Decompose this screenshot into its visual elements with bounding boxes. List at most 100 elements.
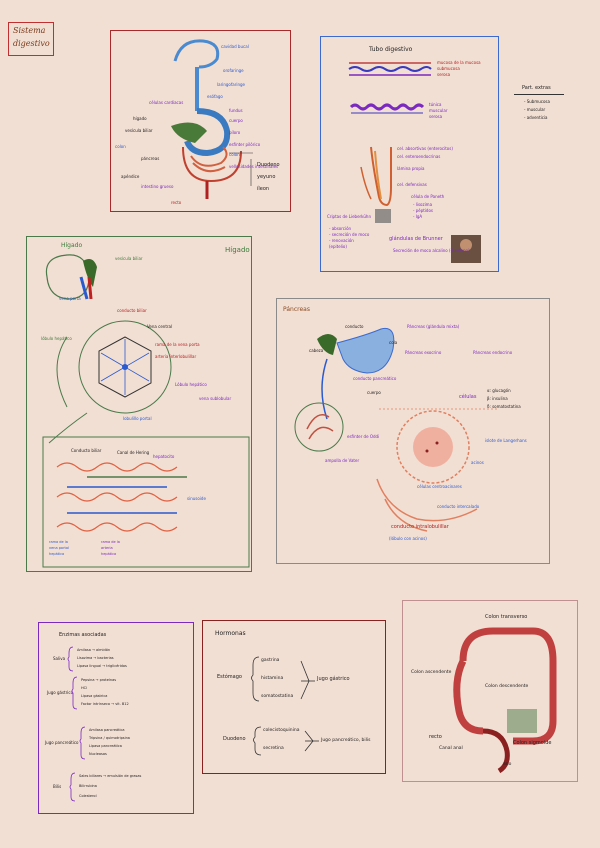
enzimas-group-1-name: Jugo gástrico [47, 690, 74, 695]
tubo-cel-paneth: célula de Paneth [411, 194, 445, 199]
label-colon-l: colon [115, 144, 126, 149]
higado-title-left: Hígado [61, 242, 83, 249]
hormonas-estomago-result: Jugo gástrico [317, 676, 350, 682]
label-piloro: píloro [229, 130, 241, 135]
enzimas-group-3-name: Bilis [53, 784, 62, 789]
hormonas-braces [251, 656, 319, 756]
higado-vesicula: vesícula biliar [115, 256, 143, 261]
higado-canal: Canal de Hering [117, 450, 150, 455]
tubo-layer-1: submucosa [437, 66, 460, 71]
tubo-paneth-1: - péptidos [413, 208, 434, 213]
enzimas-panel: Enzimas asociadas Saliva Amilasa → almid… [38, 622, 194, 814]
tubo-side-0: - Submucosa [524, 99, 550, 104]
title-box: Sistema digestivo [8, 22, 54, 56]
tubo-criptas: Criptas de Lieberkühn [327, 214, 371, 219]
pancreas-celulas: células [459, 394, 477, 400]
tubo-criptas-2: - renovación [329, 238, 354, 243]
label-laringofaringe: laringofaringe [217, 82, 245, 87]
higado-rama-porta: rama de la vena porta [155, 342, 200, 347]
pancreas-exocrino: Páncreas exocrino [405, 350, 442, 355]
pancreas-acino: acinos [471, 460, 484, 465]
pancreas-panel: Páncreas conducto Páncreas (glándula mix… [276, 298, 550, 564]
pancreas-islote: islote de Langerhans [485, 438, 527, 443]
higado-rama-c-0: rama de la [101, 540, 120, 544]
hormonas-estomago: Estómago [217, 674, 242, 680]
label-orofaringe: orofaringe [223, 68, 244, 73]
label-duodeno: Duodeno [257, 162, 280, 168]
label-recto: recto [171, 200, 182, 205]
tubo-layer-2: serosa [437, 72, 451, 77]
tubo-cel-defensivas: cel. defensivas [397, 182, 427, 187]
enzimas-group-0-name: Saliva [53, 656, 66, 661]
tubo-side-title: Part. extras [522, 85, 551, 91]
enzimas-group-2-name: Jugo pancreático [45, 740, 79, 745]
enzimas-group-1-item-3: Factor intrínseco → vit. B12 [81, 702, 129, 706]
higado-sinusoide: sinusoide [187, 496, 206, 501]
higado-vena-central: Vena central [147, 324, 173, 329]
higado-vena-sub: vena sublobular [199, 396, 232, 401]
hormonas-panel: Hormonas Estómago gastrina histamina som… [202, 620, 386, 774]
enzimas-group-2-item-1: Tripsina / quimotripsina [89, 736, 130, 740]
tubo-drawing [348, 62, 481, 263]
tubo-cel-absortivas: cel. absortivas (enterocitos) [397, 146, 453, 151]
label-intestino: intestino grueso [141, 184, 174, 189]
pancreas-cola: cola [389, 340, 398, 345]
enzimas-group-1-item-2: Lipasa gástrica [81, 694, 108, 698]
higado-vena-porta: vena porta [59, 296, 81, 301]
tubo-layer2-1: muscular [429, 108, 448, 113]
tubo-paneth-0: - lisozima [413, 202, 433, 207]
pancreas-conducto: conducto [345, 324, 364, 329]
label-esofago: esófago [207, 94, 223, 99]
enzimas-group-3-item-0: Sales biliares → emulsión de grasas [79, 774, 142, 778]
pancreas-ducto: conducto intralobulillar [391, 524, 449, 530]
hormonas-duodeno: Duodeno [223, 736, 246, 742]
enzimas-group-3-item-2: Colesterol [79, 794, 97, 798]
enzimas-group-2-item-2: Lipasa pancreática [89, 744, 122, 748]
tubo-criptas-0: - absorción [329, 226, 352, 231]
higado-lobulo-hep: Lóbulo hepático [175, 382, 207, 387]
label-higado: hígado [133, 116, 147, 121]
pancreas-ampolla: ampolla de Vater [325, 458, 360, 463]
enzimas-group-0-item-2: Lipasa lingual → triglicéridos [77, 664, 127, 668]
hormonas-title: Hormonas [215, 630, 246, 637]
label-fundus: fundus [229, 108, 243, 113]
enzimas-group-2-item-0: Amilasa pancreática [89, 728, 125, 732]
colon-canal: Canal anal [439, 746, 463, 751]
title-line1: Sistema [13, 26, 46, 35]
pancreas-title: Páncreas [283, 306, 310, 313]
colon-sigmoide: Colon sigmoide [513, 740, 552, 746]
tubo-side-2: - adventicia [524, 115, 548, 120]
pancreas-alfa-1: β: insulina [487, 396, 508, 401]
label-cuerpo: cuerpo [229, 118, 243, 123]
tubo-brunner: glándulas de Brunner [389, 236, 443, 242]
tubo-layer2-2: serosa [429, 114, 443, 119]
label-celulas: células cardiacas [149, 100, 184, 105]
label-yeyuno: yeyuno [257, 174, 276, 180]
tubo-side-1: - muscular [524, 107, 546, 112]
pancreas-conducto-i: conducto intercalado [437, 504, 480, 509]
colon-ano: ano [503, 762, 512, 767]
pancreas-drawing [294, 327, 499, 532]
hormonas-duodeno-result: Jugo pancreático, bilis [321, 738, 371, 743]
hormonas-duodeno-1: secretina [263, 746, 284, 751]
tubo-criptas-1: - secreción de moco [329, 232, 370, 237]
higado-rama-c-2: hepática [101, 552, 117, 556]
tubo-cel-enteroendocrinas: cel. enteroendocrinas [397, 154, 441, 159]
label-esfinter: esfínter pilórico [229, 142, 261, 147]
higado-panel: Hígado Hígado vesícula biliar vena porta… [26, 236, 252, 572]
hormonas-estomago-1: histamina [261, 676, 284, 681]
higado-canaliculo: conducto biliar [117, 308, 147, 313]
label-vesicula: vesícula biliar [125, 128, 153, 133]
label-colon-r: colon [229, 152, 240, 157]
higado-rama-b-1: vena portal [49, 546, 69, 550]
tubo-paneth-2: - IgA [413, 214, 423, 219]
label-ileon: íleon [257, 186, 270, 192]
pancreas-centroacinar: células centroacinares [417, 484, 462, 489]
title-line2: digestivo [13, 39, 50, 48]
label-vellosidades: vellosidades intestinales [229, 164, 279, 169]
tubo-side-rule [514, 94, 564, 95]
higado-arteria: arteria interlobulillar [155, 354, 197, 359]
higado-drawing [42, 254, 250, 568]
anatomy-drawing [171, 39, 253, 199]
hormonas-estomago-0: gastrina [261, 658, 280, 663]
